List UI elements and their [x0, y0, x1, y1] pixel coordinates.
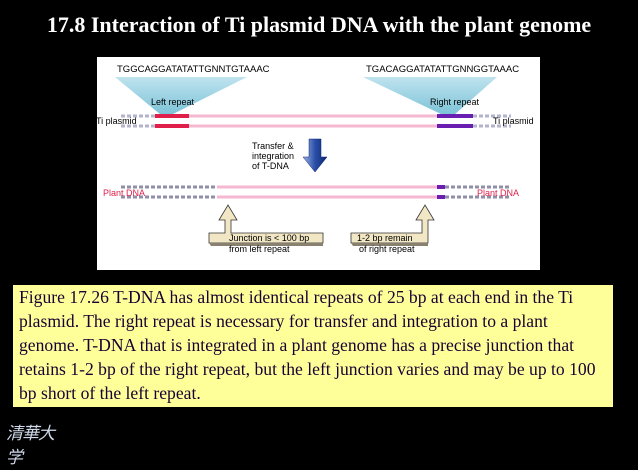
- tdna-diagram: TGGCAGGATATATTGNNTGTAAAC TGACAGGATATATTG…: [97, 57, 540, 270]
- down-arrow-icon: [302, 138, 328, 173]
- slide-title: 17.8 Interaction of Ti plasmid DNA with …: [46, 12, 592, 37]
- right-junction-callout: [350, 204, 435, 246]
- transfer-label-line2: integration: [252, 151, 294, 161]
- left-junction-line2: from left repeat: [229, 244, 290, 254]
- plant-dna-strand: [121, 185, 511, 199]
- right-repeat-label: Right repeat: [430, 97, 480, 107]
- ti-plasmid-strand: [121, 114, 511, 128]
- tdna-diagram-svg: TGGCAGGATATATTGNNTGTAAAC TGACAGGATATATTG…: [97, 64, 534, 254]
- ti-plasmid-label-left: Ti plasmid: [97, 116, 137, 126]
- right-repeat-sequence: TGACAGGATATATTGNNGGTAAAC: [366, 64, 519, 75]
- transfer-label-line3: of T-DNA: [252, 161, 289, 171]
- right-repeat-box: [437, 114, 473, 128]
- left-repeat-label: Left repeat: [151, 97, 195, 107]
- transfer-label-line1: Transfer &: [252, 141, 294, 151]
- plant-dna-label-left: Plant DNA: [103, 188, 145, 198]
- left-junction-line1: Junction is < 100 bp: [229, 233, 309, 243]
- right-repeat-fan: [363, 77, 497, 115]
- plant-dna-label-right: Plant DNA: [477, 188, 519, 198]
- left-junction-callout: [208, 204, 324, 246]
- tsinghua-logo: 清華大学: [6, 424, 55, 468]
- right-junction-line2: of right repeat: [359, 244, 415, 254]
- right-junction-line1: 1-2 bp remain: [357, 233, 413, 243]
- ti-plasmid-label-right: Ti plasmid: [493, 116, 534, 126]
- left-repeat-fan: [115, 77, 247, 115]
- figure-caption: Figure 17.26 T-DNA has almost identical …: [13, 285, 613, 407]
- left-repeat-sequence: TGGCAGGATATATTGNNTGTAAAC: [117, 64, 270, 75]
- left-repeat-box: [155, 114, 189, 128]
